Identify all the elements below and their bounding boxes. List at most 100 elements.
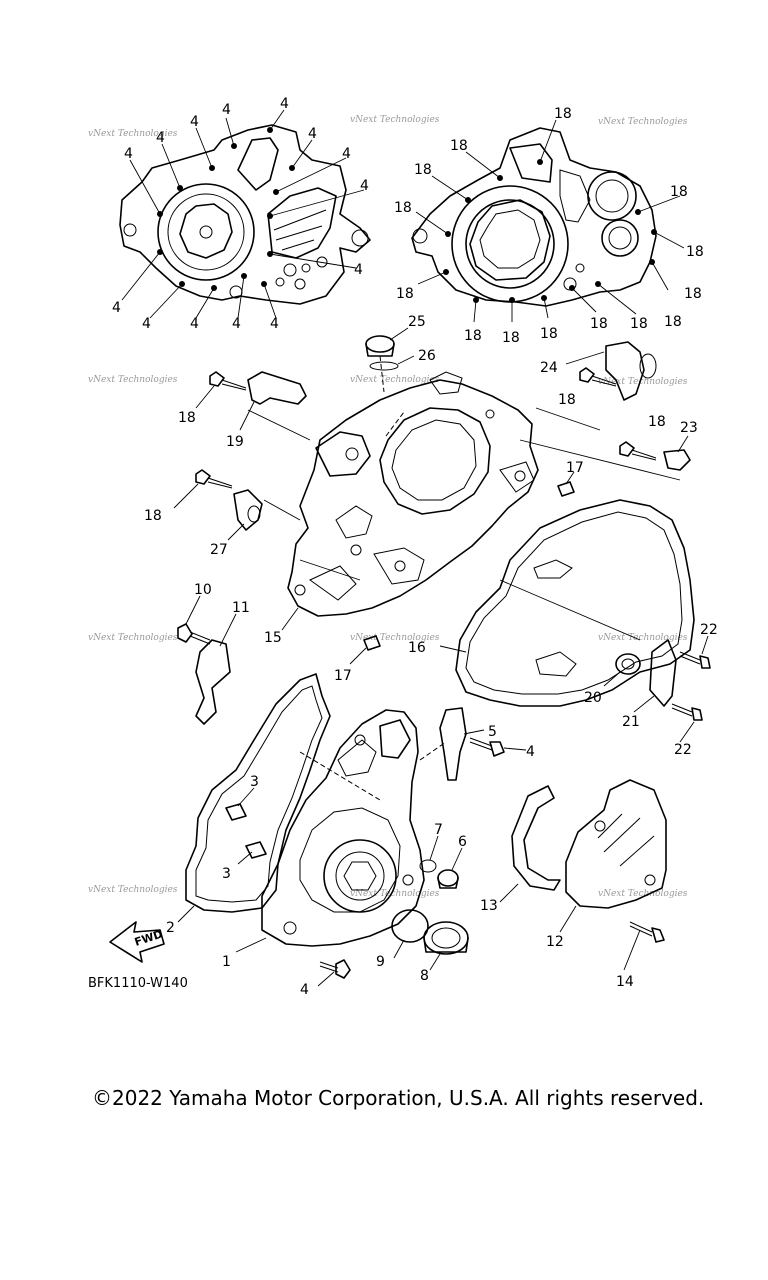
- dowel-3-b: [237, 841, 267, 865]
- callout-18: 18: [590, 316, 608, 332]
- bolt-14: [623, 921, 665, 971]
- callout-4: 4: [222, 102, 231, 118]
- crankcase-left-outline: [119, 124, 371, 305]
- callout-10: 10: [194, 582, 212, 598]
- watermark: vNext Technologies: [350, 115, 440, 125]
- callout-18: 18: [144, 508, 162, 524]
- callout-18: 18: [396, 286, 414, 302]
- callout-17: 17: [334, 668, 352, 684]
- callouts-right: 18 18 18 18 18 18 18 18 18 18 18 18 18 1…: [394, 106, 704, 346]
- callout-4: 4: [308, 126, 317, 142]
- callout-22: 22: [700, 622, 718, 638]
- callout-18: 18: [664, 314, 682, 330]
- callout-7: 7: [434, 822, 443, 838]
- watermark: vNext Technologies: [598, 377, 688, 387]
- callout-1: 1: [222, 954, 231, 970]
- callout-4: 4: [280, 96, 289, 112]
- bracket-27: [227, 489, 263, 541]
- callout-24: 24: [540, 360, 558, 376]
- callout-25: 25: [408, 314, 426, 330]
- callout-18: 18: [648, 414, 666, 430]
- callout-18: 18: [558, 392, 576, 408]
- callout-6: 6: [458, 834, 467, 850]
- callout-4: 4: [270, 316, 279, 332]
- guide-13: [499, 785, 561, 903]
- watermark: vNext Technologies: [350, 375, 440, 385]
- assembly-lines-middle: [247, 355, 681, 641]
- cover-12: [559, 779, 667, 933]
- cap-8: [423, 921, 469, 971]
- watermark: vNext Technologies: [598, 889, 688, 899]
- callout-4: 4: [142, 316, 151, 332]
- callout-19: 19: [226, 434, 244, 450]
- dowel-3-a: [225, 787, 255, 821]
- callout-18: 18: [394, 200, 412, 216]
- callout-4: 4: [526, 744, 535, 760]
- watermarks: vNext Technologies vNext Technologies vN…: [88, 115, 688, 899]
- diagram-code: BFK1110-W140: [88, 976, 188, 991]
- callout-4: 4: [156, 130, 165, 146]
- callout-4: 4: [232, 316, 241, 332]
- callout-5: 5: [488, 724, 497, 740]
- callout-4: 4: [190, 316, 199, 332]
- gasket-16: [455, 499, 695, 707]
- gasket-2: [185, 673, 331, 913]
- dowel-17-b: [349, 635, 381, 665]
- bolt-18-left-b: [173, 469, 233, 509]
- callouts-parts: 25 26 24 18 18 19 18 23 17 18 27 10 11 1…: [144, 314, 718, 998]
- callout-22: 22: [674, 742, 692, 758]
- callout-18: 18: [540, 326, 558, 342]
- seal-20: [603, 653, 641, 687]
- callout-18: 18: [502, 330, 520, 346]
- callout-3: 3: [250, 774, 259, 790]
- callout-9: 9: [376, 954, 385, 970]
- callout-18: 18: [554, 106, 572, 122]
- callout-16: 16: [408, 640, 426, 656]
- callout-14: 14: [616, 974, 634, 990]
- callout-4: 4: [300, 982, 309, 998]
- leader-1-2: [177, 905, 267, 953]
- cap-25: [365, 327, 409, 357]
- bolt-18-right-a: [579, 367, 617, 387]
- watermark: vNext Technologies: [88, 633, 178, 643]
- callout-18: 18: [684, 286, 702, 302]
- callout-18: 18: [686, 244, 704, 260]
- callout-13: 13: [480, 898, 498, 914]
- callout-26: 26: [418, 348, 436, 364]
- callout-18: 18: [464, 328, 482, 344]
- callout-4: 4: [190, 114, 199, 130]
- leader-lines-left: [121, 109, 365, 319]
- watermark: vNext Technologies: [88, 129, 178, 139]
- plug-6: [437, 847, 463, 889]
- watermark: vNext Technologies: [350, 889, 440, 899]
- crankcase-cover-1: [261, 709, 447, 947]
- plate-21: [633, 639, 677, 713]
- watermark: vNext Technologies: [598, 633, 688, 643]
- bolt-10: [177, 595, 211, 645]
- callout-21: 21: [622, 714, 640, 730]
- dowel-17-a: [557, 471, 575, 497]
- callout-18: 18: [630, 316, 648, 332]
- crankcase-cover-15: [287, 371, 539, 617]
- fwd-arrow-icon: FWD: [109, 921, 165, 963]
- callout-4: 4: [124, 146, 133, 162]
- copyright-notice: ©2022 Yamaha Motor Corporation, U.S.A. A…: [92, 1086, 705, 1110]
- watermark: vNext Technologies: [88, 375, 178, 385]
- callout-17: 17: [566, 460, 584, 476]
- watermark: vNext Technologies: [88, 885, 178, 895]
- callout-18: 18: [450, 138, 468, 154]
- callout-4: 4: [112, 300, 121, 316]
- callout-18: 18: [414, 162, 432, 178]
- crankcase-right-outline: [411, 127, 657, 307]
- callout-27: 27: [210, 542, 228, 558]
- bracket-11: [195, 613, 237, 725]
- callout-18: 18: [178, 410, 196, 426]
- callout-23: 23: [680, 420, 698, 436]
- bolt-4-bottom: [317, 959, 351, 987]
- bracket-5: [439, 707, 485, 781]
- callout-3: 3: [222, 866, 231, 882]
- clip-23: [663, 435, 691, 471]
- callouts-left: 4 4 4 4 4 4 4 4 4 4 4 4 4 4: [112, 96, 369, 332]
- leader-lines-right: [415, 119, 685, 323]
